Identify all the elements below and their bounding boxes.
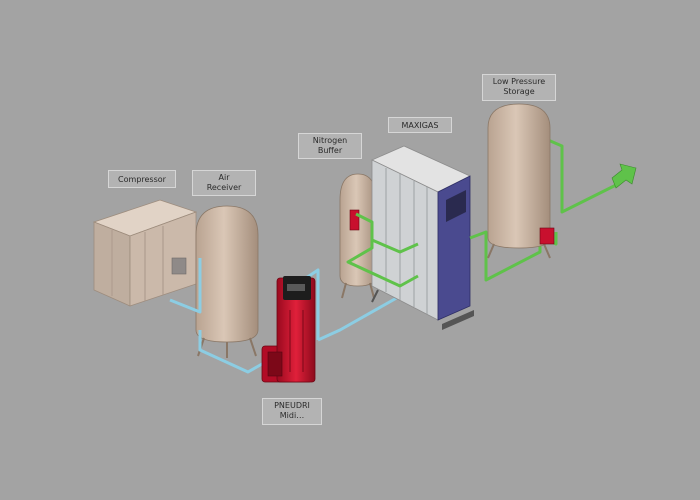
air-receiver-tank (195, 205, 259, 358)
nitrogen-buffer-label: Nitrogen Buffer (298, 133, 362, 159)
nitrogen-buffer-tank (339, 173, 377, 299)
green-arrow-icon (611, 163, 637, 189)
maxigas-label: MAXIGAS (388, 117, 452, 133)
pneudri-label: PNEUDRI Midi… (262, 398, 322, 425)
compressor (92, 199, 198, 307)
low-pressure-storage-tank (487, 103, 555, 259)
pneudri-dryer (261, 276, 316, 383)
low-pressure-storage-label: Low Pressure Storage (482, 74, 556, 101)
air-receiver-label: Air Receiver (192, 170, 256, 196)
compressor-label: Compressor (108, 170, 176, 188)
